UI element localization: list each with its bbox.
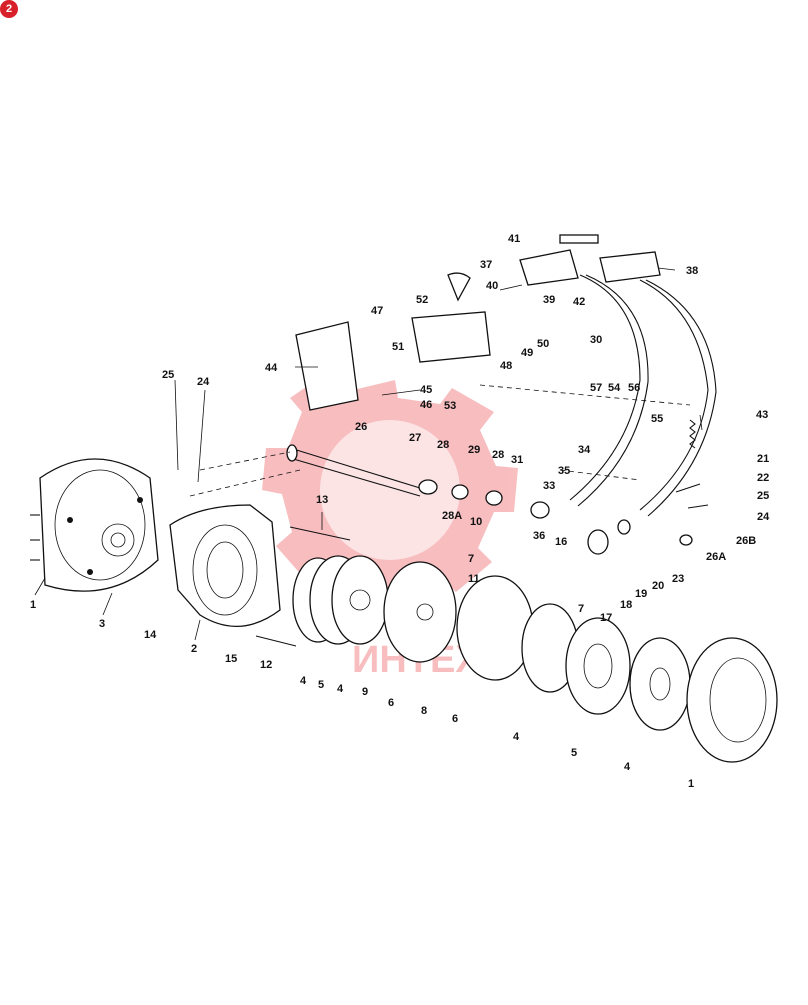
pedal-bracket (295, 272, 491, 411)
callout-19: 19 (635, 588, 647, 600)
callout-11: 11 (468, 573, 480, 585)
pressure-plate (456, 575, 534, 681)
callout-22: 22 (757, 472, 769, 484)
callout-4c: 4 (513, 731, 520, 743)
callout-labels: 1 3 1 2 14 15 12 4 5 4 9 6 8 6 4 5 4 25 … (30, 233, 770, 790)
callout-4d: 4 (624, 761, 631, 773)
callout-51: 51 (392, 341, 404, 353)
leader-lines (34, 267, 703, 641)
actuator-plate (383, 561, 457, 663)
callout-26: 26 (355, 421, 367, 433)
callout-14: 14 (144, 629, 157, 641)
callout-50: 50 (537, 338, 549, 350)
callout-45: 45 (420, 384, 432, 396)
callout-26B: 26B (736, 535, 756, 547)
callout-24b: 24 (757, 511, 770, 523)
callout-9: 9 (362, 686, 368, 698)
callout-7b: 7 (578, 603, 584, 615)
assembly-lines (189, 384, 691, 497)
callout-13: 13 (316, 494, 328, 506)
callout-25a: 25 (162, 369, 174, 381)
callout-43: 43 (756, 409, 768, 421)
callout-54: 54 (608, 382, 621, 394)
callout-1-cover: 1 (688, 778, 694, 790)
callout-12: 12 (260, 659, 272, 671)
watermark-logo: ИНТЕХ (262, 372, 518, 681)
callout-31: 31 (511, 454, 523, 466)
callout-8: 8 (421, 705, 427, 717)
return-spring (689, 419, 696, 449)
callout-57: 57 (590, 382, 602, 394)
callout-20: 20 (652, 580, 664, 592)
callout-56: 56 (628, 382, 640, 394)
callout-5b: 5 (571, 747, 577, 759)
callout-34: 34 (578, 444, 591, 456)
friction-discs-outer (521, 603, 691, 731)
callout-3: 3 (99, 618, 105, 630)
callout-15: 15 (225, 653, 237, 665)
callout-24a: 24 (197, 376, 210, 388)
callout-47: 47 (371, 305, 383, 317)
callout-6b: 6 (452, 713, 458, 725)
friction-discs-inner (292, 555, 389, 645)
callout-6a: 6 (388, 697, 394, 709)
callout-2: 2 (191, 643, 197, 655)
callout-29: 29 (468, 444, 480, 456)
callout-39: 39 (543, 294, 555, 306)
callout-55: 55 (651, 413, 663, 425)
callout-26A: 26A (706, 551, 726, 563)
callout-49: 49 (521, 347, 533, 359)
callout-46: 46 (420, 399, 432, 411)
callout-48: 48 (500, 360, 512, 372)
callout-17: 17 (600, 612, 612, 624)
callout-18: 18 (620, 599, 632, 611)
brake-pedals (519, 234, 717, 517)
callout-1-hub: 1 (30, 599, 36, 611)
linkage-parts (418, 479, 709, 555)
callout-36: 36 (533, 530, 545, 542)
callout-4b: 4 (337, 683, 344, 695)
wheel-hub (30, 458, 159, 592)
callout-30: 30 (590, 334, 602, 346)
callout-42: 42 (573, 296, 585, 308)
stud-short (255, 635, 297, 647)
brake-cover (686, 637, 778, 763)
callout-53: 53 (444, 400, 456, 412)
callout-10: 10 (470, 516, 482, 528)
callout-38: 38 (686, 265, 698, 277)
callout-28a: 28 (437, 439, 449, 451)
brake-housing (169, 504, 281, 627)
page-badge: 2 (0, 0, 18, 18)
callout-37: 37 (480, 259, 492, 271)
callout-4a: 4 (300, 675, 307, 687)
cross-shaft (286, 444, 421, 497)
callout-16: 16 (555, 536, 567, 548)
callout-5a: 5 (318, 679, 324, 691)
callout-41: 41 (508, 233, 520, 245)
callout-44: 44 (265, 362, 278, 374)
callout-7a: 7 (468, 553, 474, 565)
callout-21: 21 (757, 453, 769, 465)
callout-52: 52 (416, 294, 428, 306)
stud (289, 526, 351, 541)
callout-27: 27 (409, 432, 421, 444)
callout-40: 40 (486, 280, 498, 292)
callout-28A: 28A (442, 510, 462, 522)
callout-25b: 25 (757, 490, 769, 502)
callout-35: 35 (558, 465, 570, 477)
callout-28b: 28 (492, 449, 504, 461)
callout-23: 23 (672, 573, 684, 585)
callout-33: 33 (543, 480, 555, 492)
